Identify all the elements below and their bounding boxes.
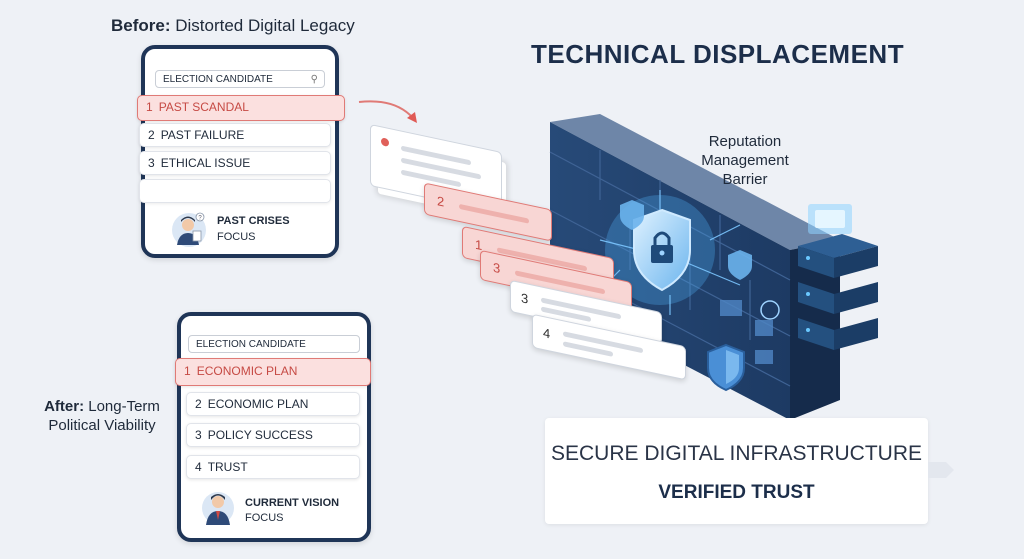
result-number: 1 — [146, 100, 153, 114]
after-result-2[interactable]: 2 ECONOMIC PLAN — [186, 392, 360, 416]
card-number: 4 — [543, 324, 551, 342]
result-number: 3 — [195, 428, 202, 442]
arrow-icon — [358, 100, 417, 123]
card-number: 2 — [437, 193, 445, 210]
verified-trust-label: VERIFIED TRUST — [658, 482, 815, 503]
card-number: 3 — [493, 259, 501, 277]
before-result-empty — [139, 179, 331, 203]
search-icon: ⚲ — [310, 74, 318, 85]
before-caption-text: Distorted Digital Legacy — [170, 16, 355, 35]
barrier-label-line1: Reputation — [708, 133, 782, 150]
result-number: 2 — [148, 128, 155, 142]
shield-icon — [620, 200, 644, 230]
before-focus-title: PAST CRISES — [217, 215, 290, 227]
barrier-label: Reputation Management Barrier — [690, 132, 800, 189]
result-text: ETHICAL ISSUE — [160, 156, 251, 170]
result-text: PAST FAILURE — [160, 128, 245, 142]
after-result-4[interactable]: 4 TRUST — [186, 455, 360, 479]
after-focus-sub: FOCUS — [245, 512, 284, 524]
page-title: TECHNICAL DISPLACEMENT — [531, 39, 905, 69]
infrastructure-box: SECURE DIGITAL INFRASTRUCTURE VERIFIED T… — [545, 418, 928, 524]
result-text: PAST SCANDAL — [158, 100, 249, 114]
before-result-2[interactable]: 2 PAST FAILURE — [139, 123, 331, 147]
before-focus-sub: FOCUS — [217, 231, 256, 243]
result-number: 1 — [184, 364, 191, 378]
before-result-3[interactable]: 3 ETHICAL ISSUE — [139, 151, 331, 175]
after-search-text: ELECTION CANDIDATE — [196, 339, 306, 350]
barrier-label-line2: Management — [701, 152, 789, 169]
person-avatar-icon — [202, 492, 234, 525]
after-result-1[interactable]: 1 ECONOMIC PLAN — [175, 358, 371, 386]
after-caption-line2: Political Viability — [48, 417, 156, 434]
before-caption-bold: Before: — [111, 16, 171, 35]
result-number: 4 — [195, 460, 202, 474]
server-icon — [798, 204, 878, 350]
after-caption-bold: After: — [44, 398, 85, 415]
person-avatar-icon: ? — [172, 212, 206, 247]
shield-lock-icon — [633, 208, 691, 292]
before-search-input[interactable]: ELECTION CANDIDATE ⚲ — [155, 70, 325, 88]
after-search-input[interactable]: ELECTION CANDIDATE — [188, 335, 360, 353]
svg-text:?: ? — [198, 216, 202, 222]
result-text: ECONOMIC PLAN — [196, 364, 298, 378]
result-text: TRUST — [207, 460, 248, 474]
result-number: 2 — [195, 397, 202, 411]
barrier-label-line3: Barrier — [722, 171, 768, 188]
result-number: 3 — [148, 156, 155, 170]
arrow-icon — [928, 462, 954, 478]
after-caption-text: Long-Term — [84, 398, 160, 415]
before-result-1[interactable]: 1 PAST SCANDAL — [137, 95, 345, 121]
after-result-3[interactable]: 3 POLICY SUCCESS — [186, 423, 360, 447]
shield-icon — [707, 343, 745, 392]
before-search-text: ELECTION CANDIDATE — [163, 74, 273, 85]
after-caption: After: Long-Term Political Viability — [32, 397, 172, 435]
card-number: 3 — [521, 290, 529, 307]
result-text: POLICY SUCCESS — [207, 428, 313, 442]
result-text: ECONOMIC PLAN — [207, 397, 309, 411]
before-caption: Before: Distorted Digital Legacy — [111, 16, 355, 36]
shield-icon — [728, 250, 752, 280]
after-focus-title: CURRENT VISION — [245, 497, 340, 509]
infrastructure-title: SECURE DIGITAL INFRASTRUCTURE — [550, 442, 923, 465]
